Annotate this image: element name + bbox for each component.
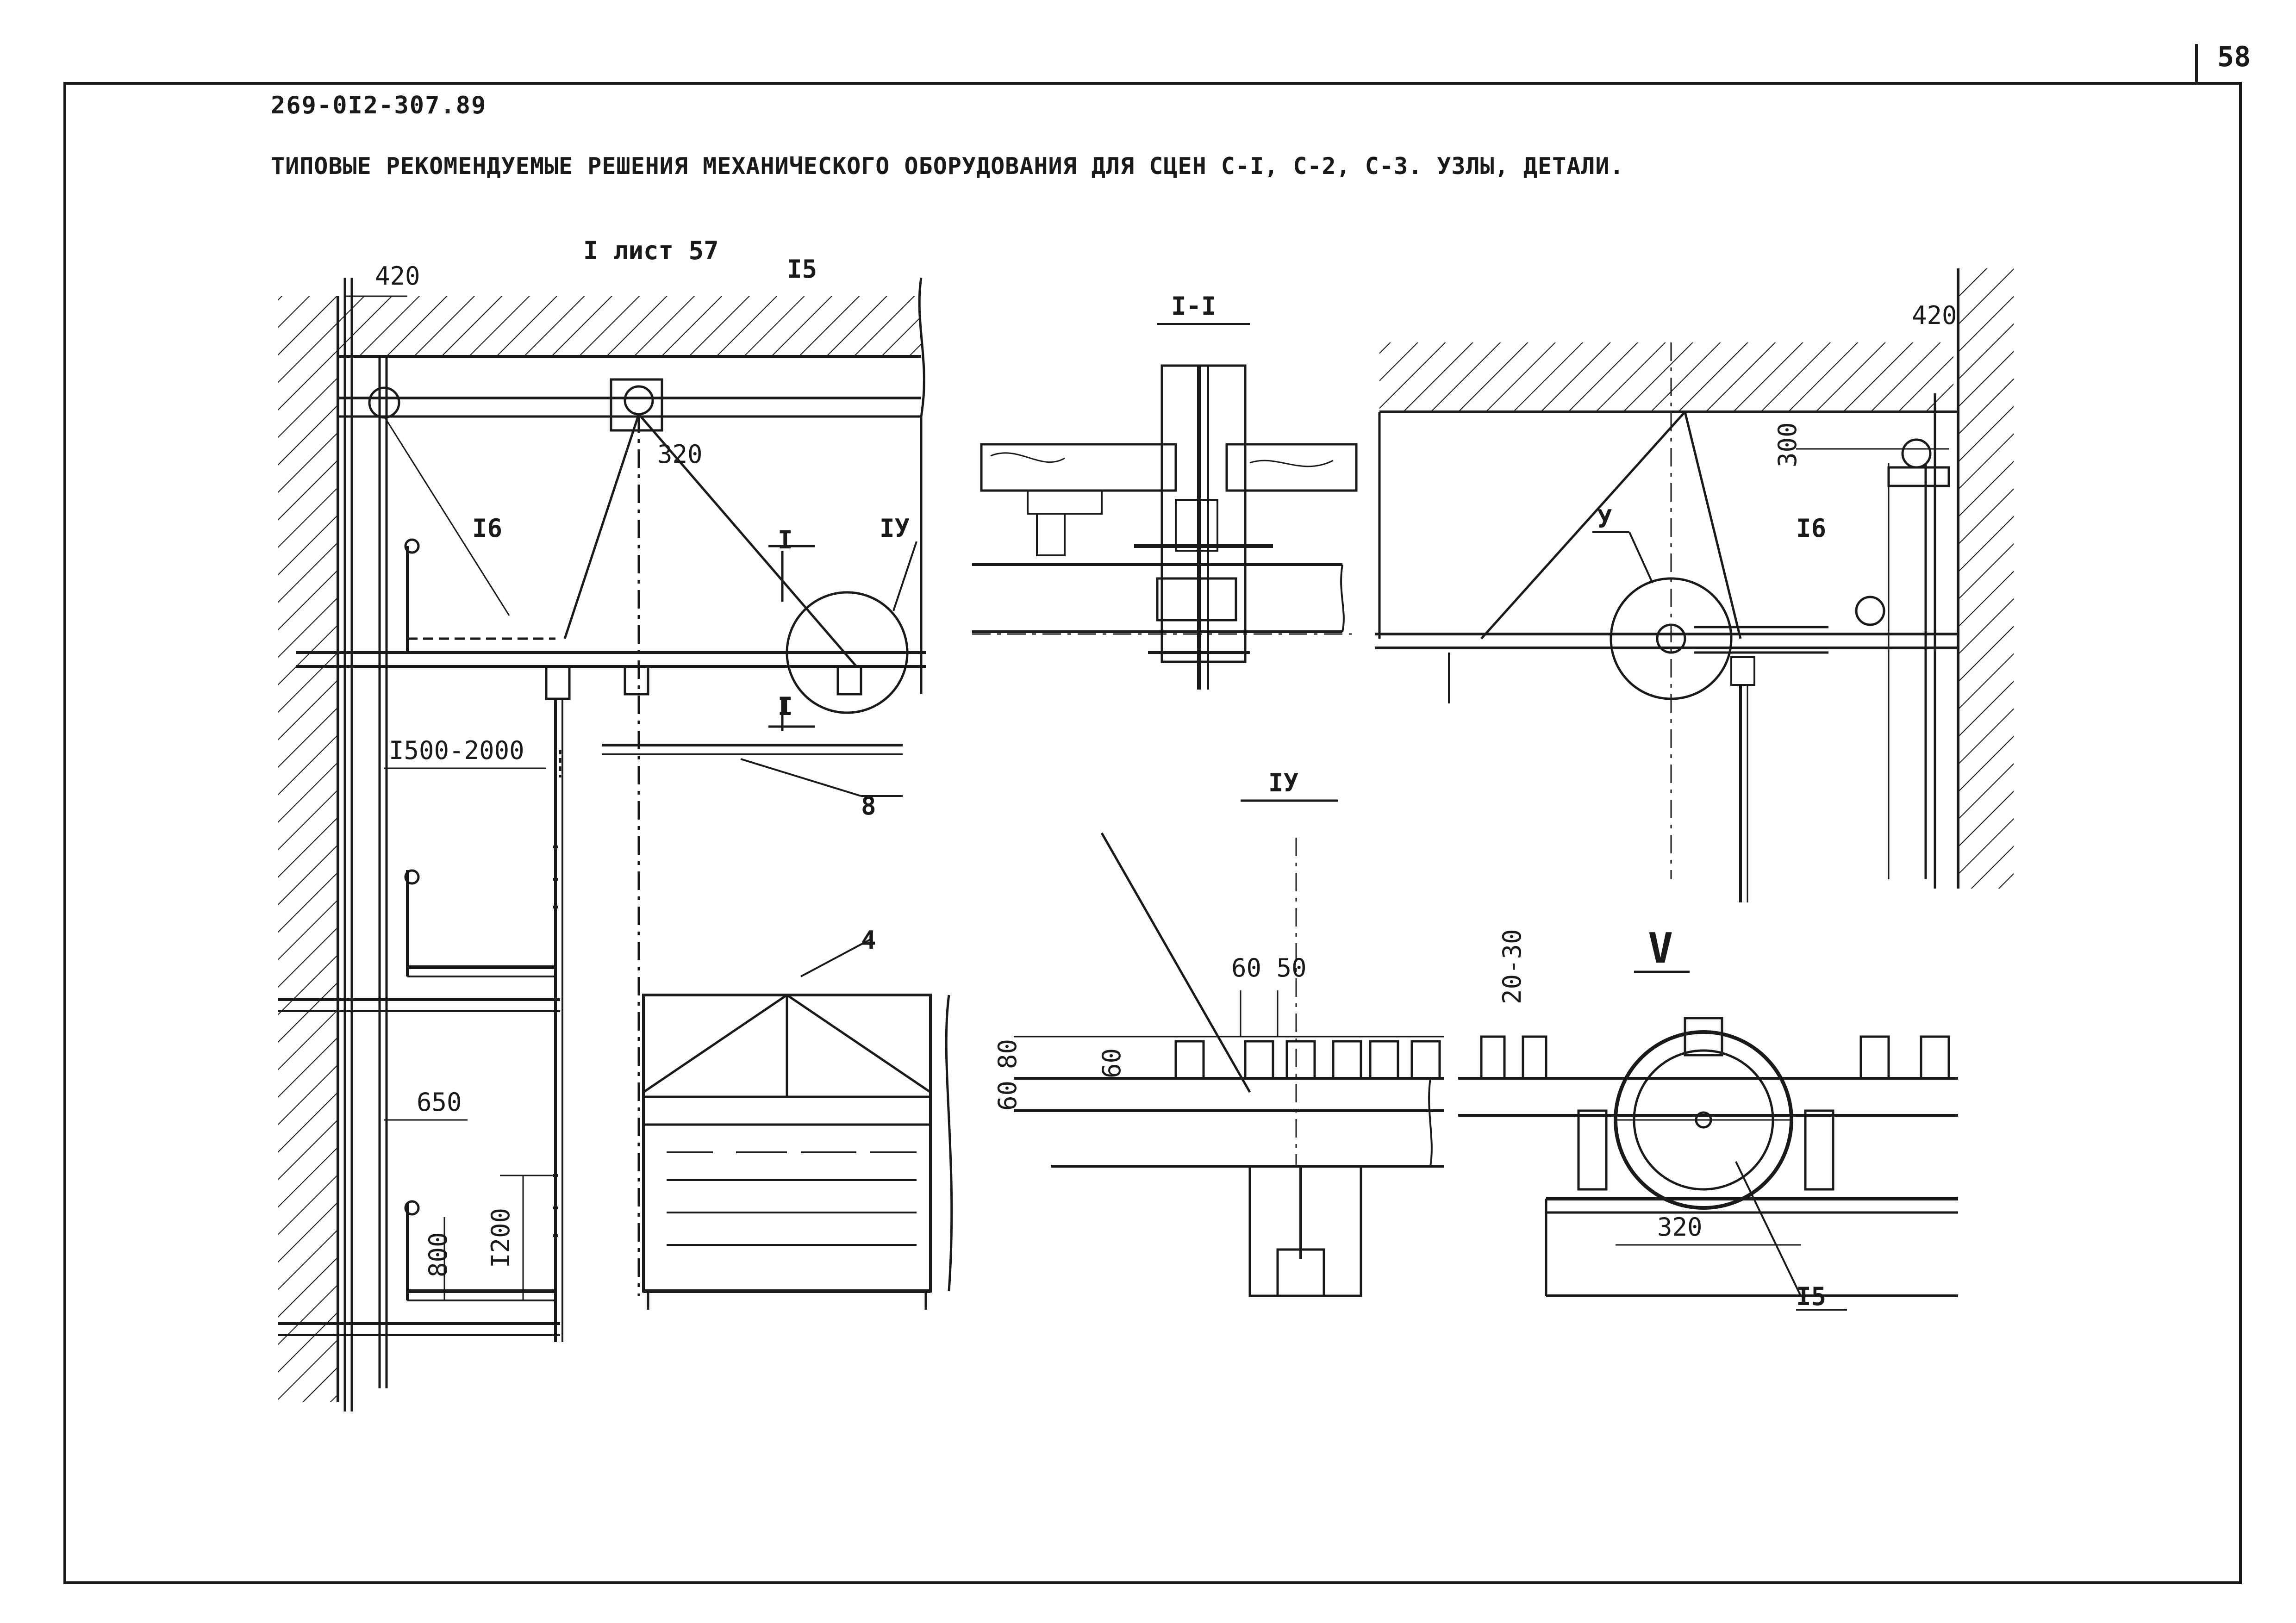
label-pos-16-left: I6 [472,514,502,543]
detail-IV-callout-circle [786,591,909,714]
label-pos-4: 4 [861,926,876,955]
label-pos-15-top: I5 [787,255,817,284]
section-I-I-title: I-I [1171,292,1217,321]
document-code: 269-0I2-307.89 [271,92,487,119]
detail-IV [1014,799,1444,1297]
dim-420-left: 420 [375,261,420,291]
section-mark-bottom: I [778,692,793,721]
main-view [278,277,953,1412]
dim-1500-2000: I500-2000 [389,736,524,765]
label-pos-16-right: I6 [1796,514,1826,543]
dim-420-right: 420 [1912,301,1957,330]
dim-20-30: 20-30 [1497,929,1527,1004]
dim-800: 800 [424,1232,453,1277]
detail-IV-title: IУ [1268,768,1298,797]
dim-1200: I200 [486,1208,515,1268]
detail-V [1458,970,1958,1311]
pulley-top-left [368,386,400,419]
section-I-I [972,323,1358,690]
dim-60-50: 60 50 [1231,953,1307,983]
ceiling-hatch [338,296,921,356]
dim-60-vert-a: 60 [993,1081,1022,1111]
left-wall-hatch [278,296,338,1402]
section-mark-top: I [778,525,793,554]
sheet-title: ТИПОВЫЕ РЕКОМЕНДУЕМЫЕ РЕШЕНИЯ МЕХАНИЧЕСК… [271,153,1624,180]
dim-320-detail-V: 320 [1657,1213,1703,1242]
dim-60-vert-b: 60 [1097,1048,1126,1078]
detail-V-title: V [1648,924,1673,973]
section-labels: I-I 420 300 У I6 IУ V 60 50 20-30 80 60 … [993,292,1957,1311]
dim-80: 80 [993,1039,1022,1069]
page-number: 58 [2217,41,2251,73]
dim-300: 300 [1773,422,1802,467]
main-view-reference: I лист 57 [583,236,719,265]
dim-650: 650 [417,1088,462,1117]
label-pos-15-bottom: I5 [1796,1282,1826,1311]
sheet-frame [63,44,2242,1584]
label-detail-V-ref: У [1597,504,1612,534]
main-view-labels: I лист 57 420 I5 320 I6 IУ I I I500-2000… [375,236,910,1277]
label-detail-IV-ref: IУ [880,514,910,543]
dim-320: 320 [657,440,703,469]
right-view [1375,268,2014,902]
label-pos-8: 8 [861,791,876,821]
